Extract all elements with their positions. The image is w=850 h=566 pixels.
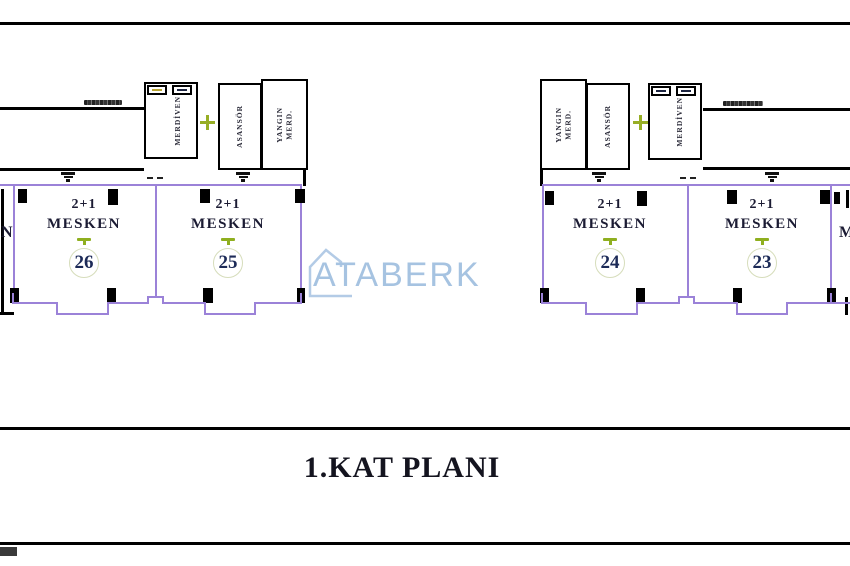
edge-neighbor-balcony-line [0, 312, 14, 315]
right-elevator-room: ASANSÖR [586, 83, 630, 170]
right-corridor-line-lower [703, 167, 850, 170]
stair-landing-box [147, 85, 167, 95]
unit-number: 24 [595, 248, 625, 278]
stair-landing-box [172, 85, 192, 95]
bottom-border-line [0, 542, 850, 545]
apartment-divider-wall [687, 184, 689, 297]
illegible-small-text [723, 101, 763, 106]
unit-type: 2+1 [597, 197, 623, 212]
unit-use: MESKEN [46, 216, 121, 232]
page-title: 1.KAT PLANI [303, 451, 501, 484]
apartment-unit-25: 2+1 MESKEN 25 [168, 198, 288, 298]
wall-column [727, 190, 737, 204]
unit-type: 2+1 [71, 197, 97, 212]
fire-stair-line1: YANGIN [275, 106, 285, 143]
left-elevator-label: ASANSÖR [235, 105, 245, 148]
top-border-line [0, 22, 850, 25]
plus-icon [633, 115, 648, 130]
left-corridor-line-upper [0, 107, 144, 110]
unit-number: 26 [69, 248, 99, 278]
stair-landing-box [676, 86, 696, 96]
wall-column [540, 288, 549, 303]
unit-type: 2+1 [749, 197, 775, 212]
wall-connector [540, 168, 543, 186]
fixture-icon [61, 172, 75, 184]
wall-column [200, 189, 210, 203]
unit-type: 2+1 [215, 197, 241, 212]
plus-icon [200, 115, 215, 130]
wall-column [545, 191, 554, 205]
left-corridor-line-lower [0, 168, 144, 171]
fixture-icon [592, 172, 606, 184]
apartment-wall [542, 184, 544, 294]
apartment-wall [830, 184, 832, 294]
unit-number: 23 [747, 248, 777, 278]
right-stair-label: MERDİVEN [675, 96, 685, 147]
stair-arrow-icon [152, 88, 162, 91]
edge-neighbor-wall [1, 189, 4, 313]
apartment-wall [13, 184, 15, 294]
dash-mark [147, 177, 163, 179]
watermark-text: ATABERK [313, 256, 481, 294]
fire-stair-line1: YANGIN [554, 106, 564, 143]
right-corridor-line-upper [703, 108, 850, 111]
fire-stair-line2: MERD. [563, 109, 573, 140]
stair-arrow-icon [681, 89, 691, 92]
edge-neighbor-wall [846, 190, 849, 208]
unit-use: MESKEN [572, 216, 647, 232]
wall-column [295, 189, 305, 203]
wall-connector [303, 168, 306, 186]
unit-use: MESKEN [190, 216, 265, 232]
dash-mark [680, 177, 696, 179]
wall-column [297, 288, 305, 303]
unit-marker-icon [221, 238, 235, 246]
wall-column [10, 288, 19, 303]
right-elevator-label: ASANSÖR [603, 105, 613, 148]
edge-partial-mesken-text: N [1, 224, 13, 241]
unit-number: 25 [213, 248, 243, 278]
wall-column [637, 191, 647, 206]
wall-column [827, 288, 836, 303]
wall-column [820, 190, 830, 204]
unit-use: MESKEN [724, 216, 799, 232]
wall-column [834, 192, 840, 204]
wall-column [108, 189, 118, 205]
apartment-unit-24: 2+1 MESKEN 24 [550, 198, 670, 298]
apartment-wall [300, 184, 302, 294]
edge-neighbor-wall [845, 297, 848, 315]
bottom-left-block [0, 547, 17, 556]
stair-landing-box [651, 86, 671, 96]
unit-marker-icon [77, 238, 91, 246]
unit-marker-icon [755, 238, 769, 246]
apartment-divider-wall [155, 184, 157, 297]
fixture-icon [236, 172, 250, 184]
edge-partial-mesken-text: M [839, 224, 850, 241]
stair-arrow-icon [656, 89, 666, 92]
unit-marker-icon [603, 238, 617, 246]
left-elevator-room: ASANSÖR [218, 83, 262, 170]
fire-stair-line2: MERD. [284, 109, 294, 140]
fixture-icon [765, 172, 779, 184]
apartment-unit-26: 2+1 MESKEN 26 [24, 198, 144, 298]
section-divider-line [0, 427, 850, 430]
stair-arrow-icon [177, 88, 187, 91]
apartment-unit-23: 2+1 MESKEN 23 [702, 198, 822, 298]
wall-column [18, 189, 27, 203]
left-stair-label: MERDİVEN [173, 95, 183, 146]
left-wing-top-wall [0, 184, 302, 186]
right-wing-top-wall [542, 184, 850, 186]
illegible-small-text [84, 100, 122, 105]
